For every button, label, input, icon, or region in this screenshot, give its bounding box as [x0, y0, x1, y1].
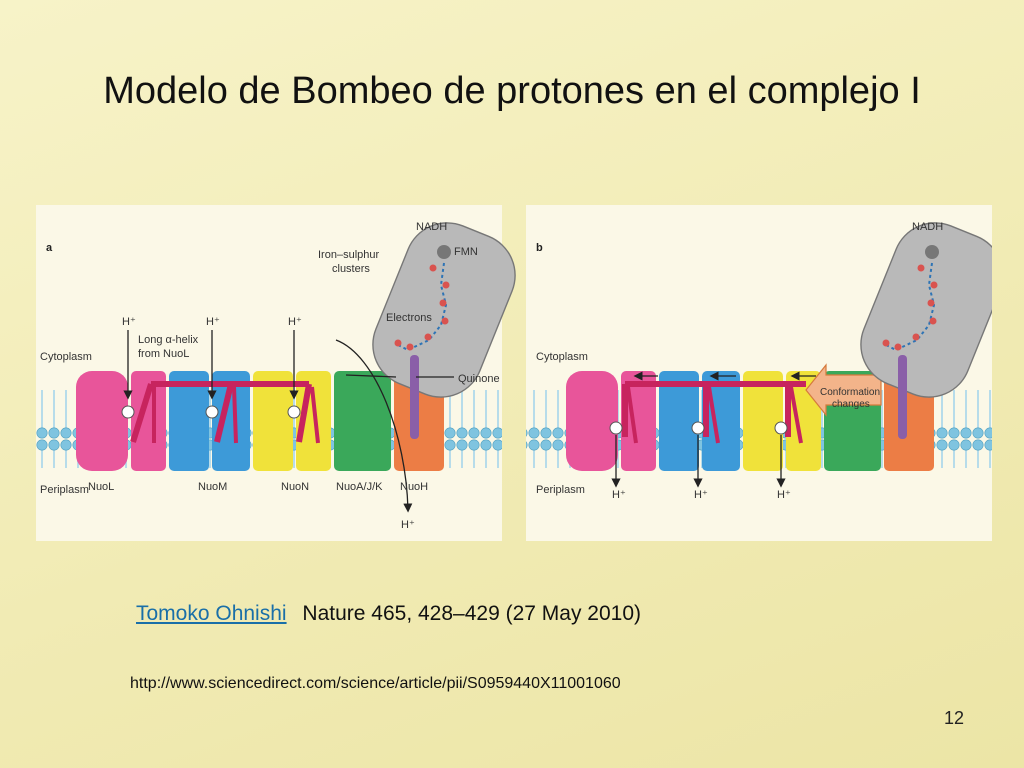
helix-label-2: from NuoL	[138, 348, 189, 360]
citation-author-link[interactable]: Tomoko Ohnishi	[136, 602, 287, 625]
fmn-label-a: FMN	[454, 246, 478, 258]
subunit-nuoajk	[334, 371, 391, 471]
charge-markers-b	[609, 421, 788, 435]
iron-sulphur-label-2: clusters	[332, 263, 370, 275]
proton-label-b1: H⁺	[612, 489, 626, 501]
proton-label-a1: H⁺	[122, 316, 136, 328]
long-helix-b	[622, 381, 806, 444]
subunit-b-5	[743, 371, 783, 471]
conformation-arrow	[805, 363, 882, 417]
cytoplasm-label-b: Cytoplasm	[536, 351, 588, 363]
proton-pump-figure: a	[36, 205, 992, 541]
proton-arrows-a	[123, 330, 454, 513]
subunit-label-nuoh: NuoH	[400, 481, 428, 493]
citation: Tomoko Ohnishi Nature 465, 428–429 (27 M…	[136, 602, 641, 626]
periplasm-label-b: Periplasm	[536, 484, 585, 496]
periplasm-label-a: Periplasm	[40, 484, 89, 496]
iron-sulphur-clusters-a	[394, 264, 450, 351]
subunit-nuol-a	[76, 371, 128, 471]
proton-label-a2: H⁺	[206, 316, 220, 328]
quinone-rod-a	[410, 355, 419, 439]
proton-label-a3: H⁺	[288, 316, 302, 328]
fmn-site-b	[925, 245, 939, 259]
subunit-label-nuol: NuoL	[88, 481, 114, 493]
subunit-label-nuon: NuoN	[281, 481, 309, 493]
subunit-b-1	[566, 371, 618, 471]
iron-sulphur-clusters-b	[882, 264, 938, 351]
proton-label-b2: H⁺	[694, 489, 708, 501]
panel-a: a	[36, 205, 516, 541]
subunit-nuom-a	[169, 371, 209, 471]
subunit-nuon-a	[253, 371, 293, 471]
helix-label-1: Long α-helix	[138, 334, 199, 346]
long-helix-a	[130, 381, 320, 444]
panel-a-label: a	[46, 242, 53, 254]
charge-markers-a	[121, 405, 301, 419]
citation-text: Nature 465, 428–429 (27 May 2010)	[302, 602, 641, 625]
iron-sulphur-label-1: Iron–sulphur	[318, 249, 379, 261]
subunit-label-nuoajk: NuoA/J/K	[336, 481, 383, 493]
subunit-nuom-b	[212, 371, 250, 471]
nadh-label-a: NADH	[416, 221, 447, 233]
proton-arrows-b	[611, 435, 786, 488]
cytoplasm-label-a: Cytoplasm	[40, 351, 92, 363]
panel-b-label: b	[536, 242, 543, 254]
electrons-label-a: Electrons	[386, 312, 432, 324]
quinone-label-a: Quinone	[458, 373, 500, 385]
panel-b: b	[526, 205, 992, 541]
source-url: http://www.sciencedirect.com/science/art…	[130, 675, 621, 692]
subunit-nuol-b	[131, 371, 166, 471]
conformation-label-1: Conformation	[820, 387, 880, 398]
subunit-b-3	[659, 371, 699, 471]
slide-number: 12	[943, 708, 964, 728]
proton-label-b3: H⁺	[777, 489, 791, 501]
subunit-label-nuom: NuoM	[198, 481, 227, 493]
fmn-site-a	[437, 245, 451, 259]
conformation-label-2: changes	[832, 399, 870, 410]
quinone-rod-b	[898, 355, 907, 439]
proton-label-a4: H⁺	[401, 519, 415, 531]
nadh-label-b: NADH	[912, 221, 943, 233]
slide-title: Modelo de Bombeo de protones en el compl…	[103, 70, 921, 112]
